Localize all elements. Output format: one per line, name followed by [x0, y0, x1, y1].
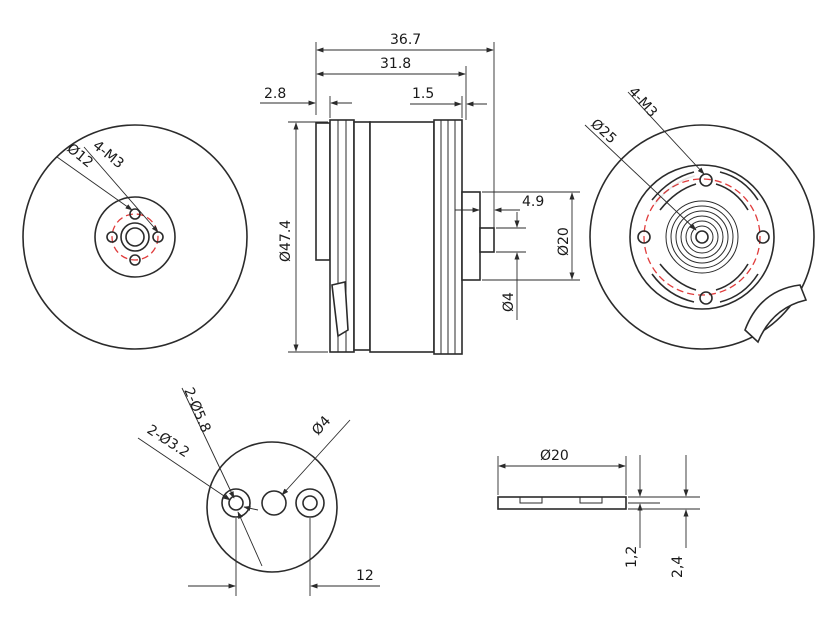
plate-thickness-2-label: 2,4 [670, 556, 686, 578]
mount-outer-circle [206, 441, 338, 573]
front-thread-label: 4-M3 [89, 138, 126, 172]
overall-length-label: 36.7 [390, 32, 421, 48]
rear-hole-right [756, 230, 770, 244]
rear-outer-circle [589, 124, 815, 350]
mount-small-hole-right [302, 495, 318, 511]
rear-hole-left [637, 230, 651, 244]
outer-diameter-label: Ø47.4 [278, 220, 294, 262]
rear-view: Ø25 4-M3 [584, 84, 815, 350]
front-hole-left [106, 231, 118, 243]
front-shaft-boss [120, 222, 150, 252]
side-can [369, 121, 435, 353]
front-bolt-circle [111, 213, 159, 261]
front-hole-bottom [129, 254, 141, 266]
side-bell-left [329, 119, 355, 353]
mount-center-hole-label: Ø4 [309, 413, 334, 439]
mount-small-holes-label: 2-Ø3.2 [144, 422, 192, 461]
mount-large-hole-right [295, 488, 325, 518]
side-stator [353, 121, 371, 351]
front-outer-circle [22, 124, 248, 350]
rear-hole-bottom [699, 291, 713, 305]
mount-spacing-label: 12 [356, 568, 374, 584]
front-leader-2 [83, 146, 159, 233]
mount-small-hole-left [228, 495, 244, 511]
rear-hole-top [699, 173, 713, 187]
front-hub-circle [94, 196, 176, 278]
hub-diameter-label: Ø20 [556, 227, 572, 256]
rear-inner-ring [629, 164, 775, 310]
rear-bolt-circle [643, 178, 761, 296]
rear-leader-2 [627, 91, 705, 175]
rear-leader-1 [584, 124, 697, 231]
front-shaft-hole [125, 227, 145, 247]
plate-body [497, 496, 627, 510]
flange-thickness-label: 2.8 [264, 86, 286, 102]
rear-gap-label: 1.5 [412, 86, 434, 102]
mount-large-hole-left [221, 488, 251, 518]
side-rear-boss [461, 191, 481, 281]
side-flange [315, 122, 331, 261]
rear-slot-bottom-left [651, 263, 697, 303]
front-leader-1 [56, 156, 133, 211]
rear-shaft [695, 230, 709, 244]
mount-leader-large [181, 387, 235, 499]
plate-diameter-label: Ø20 [540, 448, 569, 464]
rear-thread-label: 4-M3 [625, 84, 660, 121]
rear-slot-bottom-right [715, 263, 759, 303]
shaft-length-label: 4.9 [522, 194, 544, 210]
mount-center-hole [261, 490, 287, 516]
mount-leader-small [137, 437, 231, 501]
body-length-label: 31.8 [380, 56, 411, 72]
plate-section: Ø20 1,2 2,4 [497, 448, 700, 578]
rear-slot-top-left [651, 171, 697, 211]
mount-large-holes-label: 2-Ø5.8 [180, 385, 213, 435]
front-bolt-circle-label: Ø12 [63, 141, 95, 172]
front-hole-top [129, 208, 141, 220]
mount-leader-center [281, 419, 351, 496]
side-shaft [479, 227, 495, 253]
plate-thickness-1-label: 1,2 [624, 546, 640, 568]
rear-slot-top-right [715, 171, 759, 211]
side-clip [331, 281, 349, 338]
front-view: Ø12 4-M3 [22, 124, 248, 350]
side-view: 36.7 31.8 2.8 1.5 Ø47.4 4.9 Ø20 Ø4 [260, 32, 580, 355]
mount-view: 2-Ø5.8 2-Ø3.2 Ø4 12 [137, 385, 380, 596]
shaft-diameter-label: Ø4 [501, 292, 517, 312]
rear-cable-exit [744, 284, 808, 344]
